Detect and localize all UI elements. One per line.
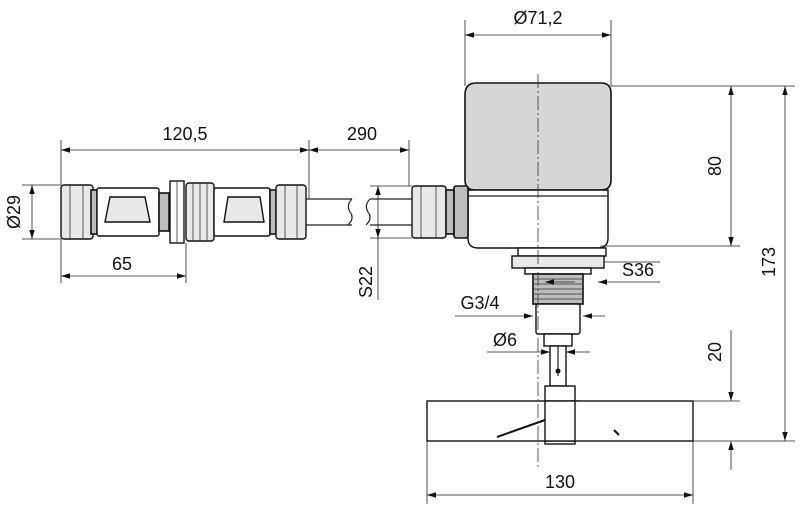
connector-collar-right bbox=[269, 189, 277, 235]
connector-collar-left bbox=[90, 189, 98, 235]
dim-connector-diameter: Ø29 bbox=[4, 195, 24, 229]
neck-lower bbox=[535, 303, 581, 335]
dim-cable-gland-wrench: S22 bbox=[356, 266, 376, 298]
dimension-lines bbox=[22, 20, 795, 504]
mount-nut bbox=[511, 255, 605, 269]
mount-plate bbox=[517, 247, 607, 257]
dim-shaft-diameter: Ø6 bbox=[493, 330, 517, 350]
mount-washer bbox=[524, 267, 592, 275]
connector-gland-left bbox=[60, 184, 94, 240]
neck-tip bbox=[543, 333, 573, 347]
cable-gland-ring bbox=[445, 189, 455, 235]
dim-housing-height: 80 bbox=[705, 156, 725, 176]
cable-gland-nut bbox=[411, 185, 447, 239]
dim-mount-wrench: S36 bbox=[622, 260, 654, 280]
dim-paddle-length: 130 bbox=[545, 472, 575, 492]
connector-grip-left bbox=[104, 196, 151, 223]
connector bbox=[60, 180, 353, 244]
dim-cable-length: 290 bbox=[347, 124, 377, 144]
dim-paddle-height: 20 bbox=[705, 342, 725, 362]
cable-stub bbox=[365, 198, 412, 226]
dim-thread: G3/4 bbox=[460, 293, 499, 313]
shaft-pin bbox=[555, 368, 561, 374]
dim-connector-body-length: 65 bbox=[112, 254, 132, 274]
paddle-hub-front bbox=[544, 400, 576, 442]
connector-gland-right bbox=[275, 184, 307, 240]
paddle-spring bbox=[496, 419, 546, 438]
dim-connector-length: 120,5 bbox=[162, 124, 207, 144]
cable-gland-body bbox=[453, 185, 469, 239]
connector-grip-right bbox=[223, 196, 265, 223]
dimension-labels: Ø71,2 120,5 290 Ø29 65 S22 80 S36 G3/4 Ø… bbox=[4, 8, 779, 492]
connector-ring bbox=[158, 192, 170, 232]
dim-total-height: 173 bbox=[759, 247, 779, 277]
dim-housing-diameter: Ø71,2 bbox=[513, 8, 562, 28]
